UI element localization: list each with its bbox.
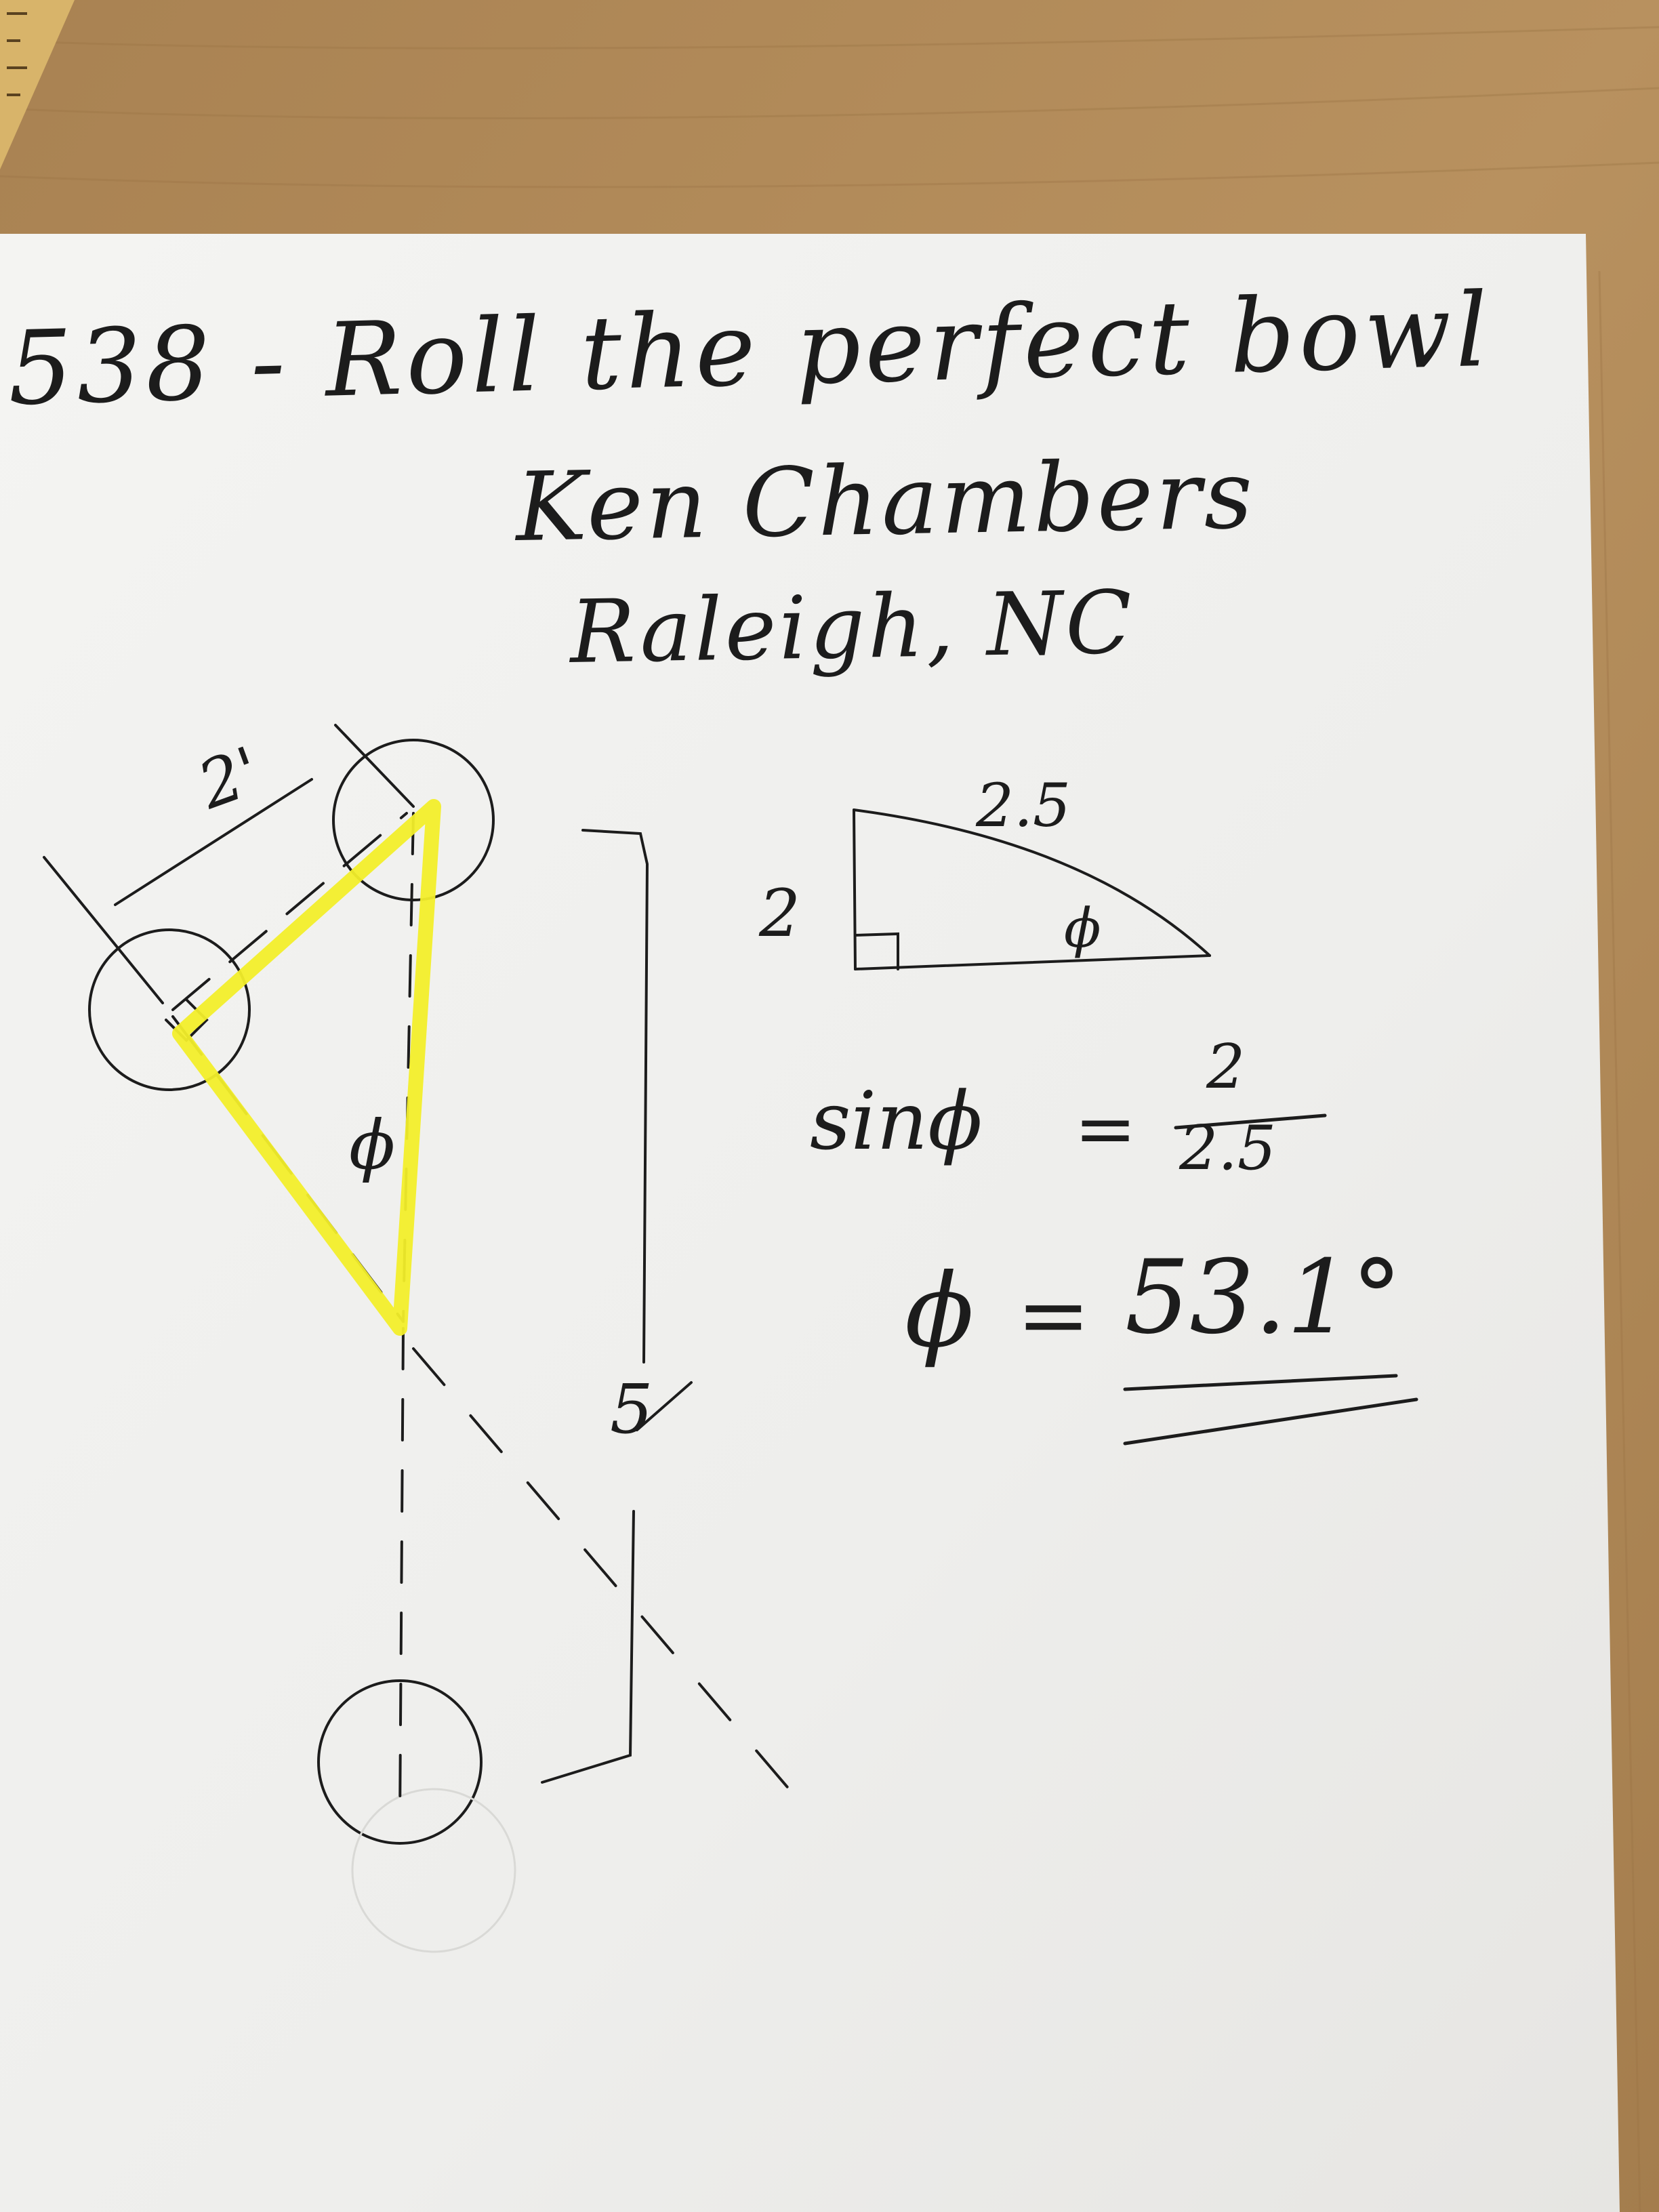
right-angle-mark-triangle — [854, 932, 899, 970]
diagram-angle-label: ϕ — [349, 1105, 396, 1185]
answer-underline — [1123, 1374, 1418, 1446]
ball-circle-left — [88, 928, 251, 1091]
sine-expression: sinϕ — [810, 1074, 983, 1168]
hypotenuse-label: 2.5 — [976, 771, 1071, 840]
reference-triangle — [853, 808, 1211, 970]
ball-circle-upper — [332, 739, 495, 901]
distance-label: 5 — [610, 1370, 653, 1449]
author-location: Raleigh, NC — [569, 572, 1136, 683]
spacing-dimension-line — [114, 778, 313, 906]
result-value: 53.1° — [1125, 1239, 1402, 1357]
bracket-upper — [581, 829, 649, 1364]
author-name: Ken Chambers — [514, 439, 1256, 563]
fraction-denominator: 2.5 — [1179, 1113, 1277, 1184]
ball-circle-lower — [317, 1679, 483, 1845]
ghost-circle — [351, 1788, 516, 1953]
deflection-line — [412, 1347, 808, 1811]
triangle-angle-label: ϕ — [1064, 897, 1101, 960]
result-equals: = — [1017, 1263, 1090, 1366]
bracket-tick — [636, 1381, 693, 1431]
spacing-tick-b — [334, 724, 415, 808]
fraction-numerator: 2 — [1206, 1031, 1246, 1103]
center-line-upper — [402, 812, 415, 1323]
center-line-lower — [398, 1327, 405, 1824]
highlight-triangle — [172, 799, 441, 1336]
ruler — [0, 0, 75, 169]
equation-equals: = — [1074, 1085, 1137, 1172]
bracket-lower — [541, 1510, 635, 1784]
result-angle-symbol: ϕ — [905, 1252, 975, 1370]
paper-sheet — [0, 234, 1620, 2212]
opposite-side-label: 2 — [759, 876, 801, 951]
fraction-bar — [1174, 1113, 1327, 1130]
spacing-tick-a — [43, 856, 164, 1004]
approach-line-upper — [171, 812, 408, 1011]
